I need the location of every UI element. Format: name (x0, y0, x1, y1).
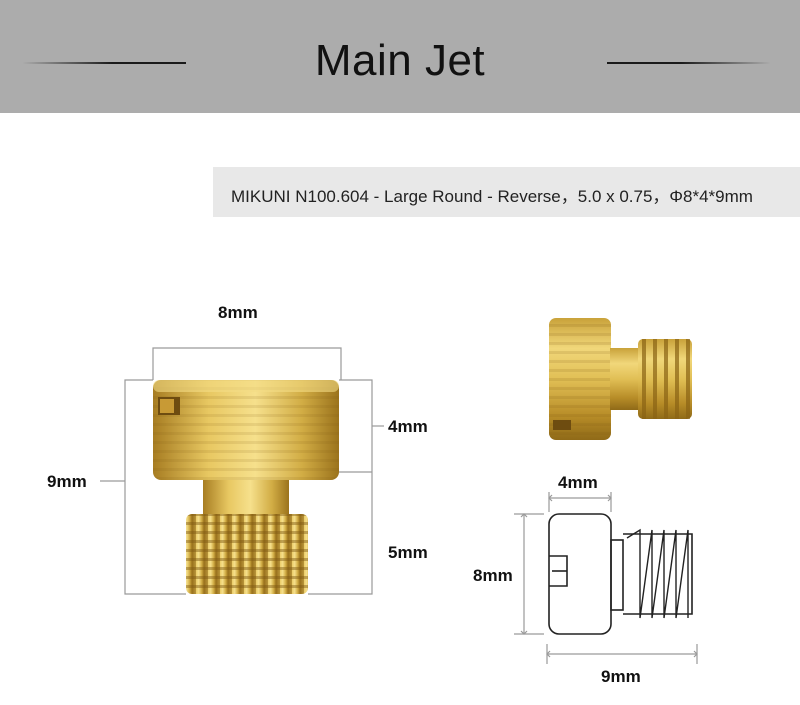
left-dimension-lines (100, 347, 384, 595)
header-divider-left (22, 62, 186, 64)
header-divider-right (607, 62, 771, 64)
header-banner: Main Jet (0, 0, 800, 113)
page-title: Main Jet (314, 36, 486, 85)
total-length-label: 9mm (47, 472, 87, 491)
schematic-head-length-label: 4mm (558, 473, 598, 492)
jet-schematic (548, 513, 693, 635)
spec-bar: MIKUNI N100.604 - Large Round - Reverse，… (213, 167, 800, 217)
head-length-label: 4mm (388, 417, 428, 436)
spec-text: MIKUNI N100.604 - Large Round - Reverse，… (231, 187, 753, 206)
jet-front-photo (153, 380, 339, 594)
width-label: 8mm (218, 303, 258, 322)
schematic-total-length-label: 9mm (601, 667, 641, 686)
jet-side-photo (549, 318, 692, 440)
thread-length-label: 5mm (388, 543, 428, 562)
schematic-dimension-lines (514, 492, 698, 664)
schematic-diameter-label: 8mm (473, 566, 513, 585)
